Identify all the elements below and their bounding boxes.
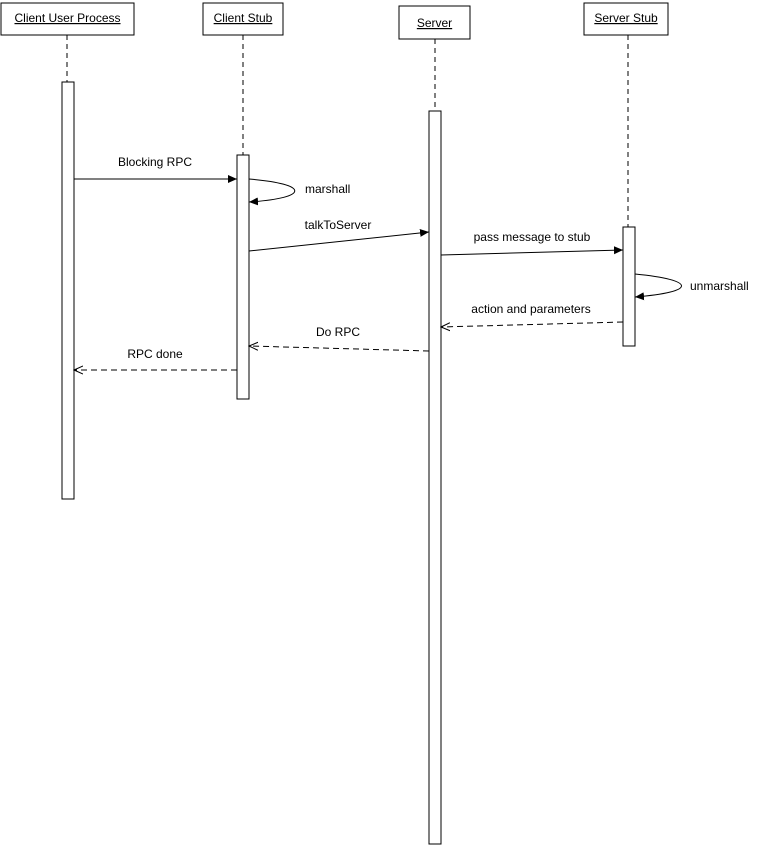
participant-client-stub: Client Stub — [202, 2, 284, 36]
participant-server: Server — [398, 5, 471, 40]
message-talk-to-server: talkToServer — [248, 218, 430, 252]
message-label: unmarshall — [690, 279, 749, 293]
participant-server-stub: Server Stub — [583, 2, 669, 36]
message-do-rpc: Do RPC — [249, 325, 430, 352]
message-label: Do RPC — [316, 325, 360, 339]
participant-label: Server — [417, 16, 452, 30]
message-label: pass message to stub — [474, 230, 591, 244]
message-pass-message-to-stub: pass message to stub — [440, 230, 624, 256]
message-action-and-parameters: action and parameters — [441, 302, 624, 327]
message-label: talkToServer — [305, 218, 372, 232]
message-rpc-done: RPC done — [74, 347, 237, 370]
message-marshall: marshall — [248, 178, 350, 206]
participant-label: Server Stub — [594, 11, 658, 25]
activation-bar-client-user-process — [61, 81, 75, 500]
message-label: marshall — [305, 182, 350, 196]
participant-label: Client Stub — [214, 11, 273, 25]
message-unmarshall: unmarshall — [634, 273, 749, 301]
activation-bar-server — [428, 110, 442, 845]
message-blocking-rpc: Blocking RPC — [74, 155, 237, 183]
message-label: RPC done — [127, 347, 183, 361]
activation-bar-server-stub — [622, 226, 636, 347]
message-label: Blocking RPC — [118, 155, 192, 169]
activation-bar-client-stub — [236, 154, 250, 400]
participant-client-user-process: Client User Process — [0, 2, 135, 36]
participant-label: Client User Process — [14, 11, 120, 25]
message-label: action and parameters — [471, 302, 590, 316]
